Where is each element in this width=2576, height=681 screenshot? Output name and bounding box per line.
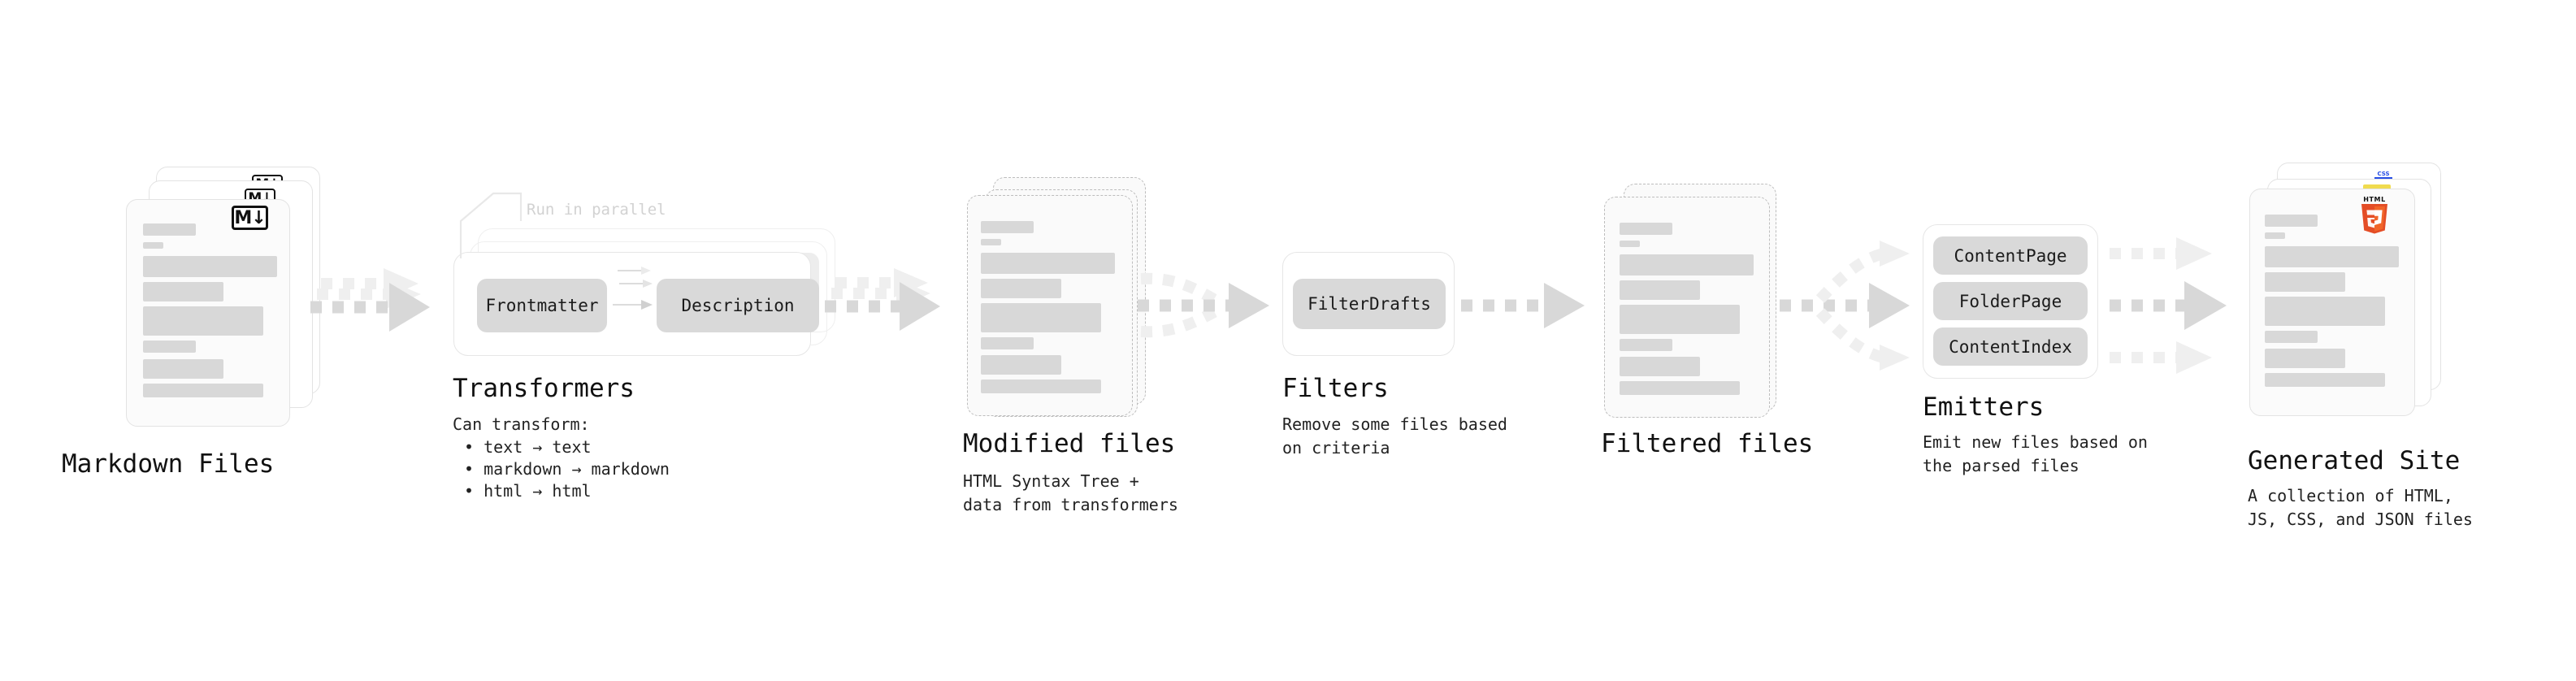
transformer-bullet-0: • text → text bbox=[464, 437, 592, 457]
doc-line bbox=[981, 380, 1101, 393]
doc-line bbox=[1620, 254, 1754, 275]
doc-line bbox=[2265, 232, 2285, 239]
connector-filters-to-filtered bbox=[1461, 283, 1585, 328]
doc-line bbox=[981, 221, 1034, 233]
doc-line bbox=[2265, 272, 2345, 292]
css-badge: CSS bbox=[2372, 168, 2395, 181]
transformer-bullet-1: • markdown → markdown bbox=[464, 459, 670, 479]
filter-chip-filterdrafts[interactable]: FilterDrafts bbox=[1293, 279, 1446, 329]
svg-text:HTML: HTML bbox=[2363, 196, 2386, 203]
connector-emitters-to-generated bbox=[2110, 237, 2227, 374]
markdown-badge: M↓ bbox=[232, 206, 268, 230]
doc-line bbox=[2265, 297, 2385, 326]
doc-line bbox=[2265, 215, 2318, 227]
stage-subtitle-emitters: Emit new files based on the parsed files bbox=[1923, 432, 2148, 475]
doc-line bbox=[1620, 357, 1700, 376]
doc-line bbox=[981, 239, 1001, 245]
doc-line bbox=[143, 340, 196, 353]
doc-line bbox=[143, 282, 223, 301]
doc-line bbox=[981, 253, 1115, 274]
stage-title-markdown-files: Markdown Files bbox=[62, 449, 275, 479]
run-in-parallel-annotation: Run in parallel bbox=[527, 201, 666, 219]
doc-line bbox=[143, 384, 263, 397]
transformer-chip-frontmatter[interactable]: Frontmatter bbox=[477, 279, 607, 332]
stage-subtitle-transformers: Can transform: bbox=[453, 414, 590, 434]
doc-line bbox=[143, 242, 163, 249]
stage-title-modified-files: Modified files bbox=[963, 429, 1176, 458]
svg-text:CSS: CSS bbox=[2377, 171, 2389, 177]
stage-subtitle-generated-site: A collection of HTML, JS, CSS, and JSON … bbox=[2248, 486, 2473, 529]
doc-line bbox=[143, 256, 277, 277]
emitter-chip-contentpage[interactable]: ContentPage bbox=[1933, 236, 2088, 275]
transformer-chip-description[interactable]: Description bbox=[657, 279, 819, 332]
html5-badge: HTML bbox=[2357, 193, 2392, 234]
connector-markdown-to-transformers bbox=[310, 268, 430, 332]
stage-title-filtered-files: Filtered files bbox=[1601, 429, 1814, 458]
connector-filtered-to-emitters bbox=[1780, 241, 1910, 371]
doc-line bbox=[143, 306, 263, 336]
doc-line bbox=[1620, 305, 1740, 334]
doc-line bbox=[981, 279, 1061, 298]
stage-title-generated-site: Generated Site bbox=[2248, 446, 2461, 475]
doc-line bbox=[1620, 381, 1740, 395]
doc-line bbox=[143, 359, 223, 379]
stage-subtitle-modified-files: HTML Syntax Tree + data from transformer… bbox=[963, 471, 1178, 514]
emitter-chip-contentindex[interactable]: ContentIndex bbox=[1933, 327, 2088, 366]
doc-line bbox=[981, 355, 1061, 375]
connector-transformers-to-modified bbox=[825, 268, 940, 331]
transformer-bullet-2: • html → html bbox=[464, 481, 592, 501]
doc-line bbox=[143, 223, 196, 236]
doc-line bbox=[1620, 280, 1700, 300]
doc-line bbox=[2265, 331, 2318, 343]
doc-line bbox=[981, 303, 1101, 332]
doc-line bbox=[1620, 241, 1640, 247]
stage-title-emitters: Emitters bbox=[1923, 393, 2045, 422]
emitter-chip-folderpage[interactable]: FolderPage bbox=[1933, 282, 2088, 320]
doc-line bbox=[2265, 246, 2399, 267]
stage-title-transformers: Transformers bbox=[453, 374, 635, 403]
doc-line bbox=[2265, 349, 2345, 368]
doc-line bbox=[2265, 373, 2385, 387]
stage-subtitle-filters: Remove some files based on criteria bbox=[1282, 414, 1507, 458]
doc-line bbox=[1620, 223, 1672, 235]
doc-line bbox=[1620, 339, 1672, 351]
stage-title-filters: Filters bbox=[1282, 374, 1389, 403]
connector-modified-to-filters bbox=[1138, 272, 1269, 338]
doc-line bbox=[981, 337, 1034, 349]
